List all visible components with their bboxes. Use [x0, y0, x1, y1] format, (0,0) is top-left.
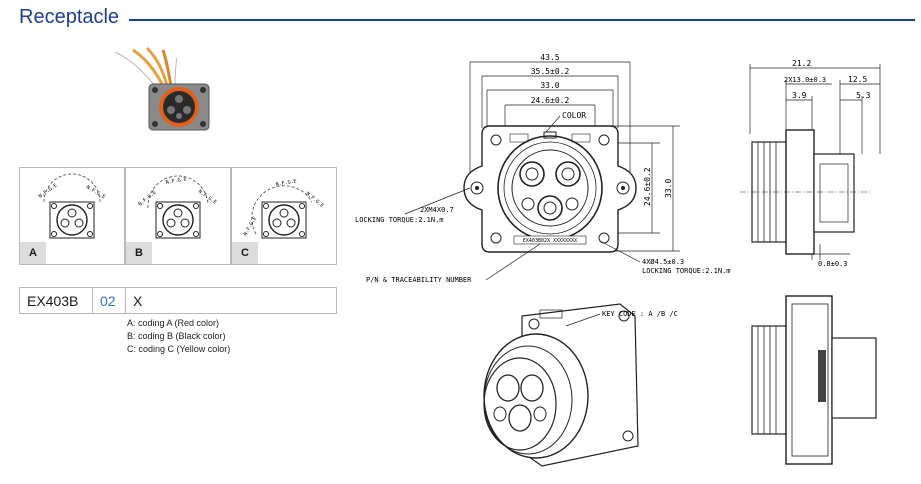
- dim-33-0-top: 33.0: [540, 81, 559, 90]
- dim-33-0-right: 33.0: [664, 179, 673, 198]
- pn-traceability-label: P/N & TRACEABILITY NUMBER: [366, 276, 472, 284]
- hole-note-2: LOCKING TORQUE:2.1N.m: [642, 267, 731, 275]
- coding-notes: A: coding A (Red color) B: coding B (Bla…: [127, 317, 230, 356]
- pn-code: 02: [93, 288, 126, 313]
- coding-note-c: C: coding C (Yellow color): [127, 344, 231, 354]
- coding-a-mark-1: N.F.G.E: [38, 183, 59, 200]
- screw-note-1: 2XM4X0.7: [420, 206, 454, 214]
- coding-a-drawing: N.F.G.E N.F.G.E: [38, 173, 106, 239]
- dim-43-5: 43.5: [540, 53, 559, 62]
- coding-c-drawing: N.F.G.E N.F.G.E N.F.G.E: [243, 178, 325, 239]
- coding-label-a: A: [20, 242, 46, 264]
- dim-21-2: 21.2: [792, 59, 811, 68]
- color-label: COLOR: [562, 111, 586, 120]
- coding-label-c: C: [232, 242, 258, 264]
- dim-3-9: 3.9: [792, 91, 807, 100]
- dim-24-6-top: 24.6±0.2: [531, 96, 570, 105]
- isometric-view-drawing: KEY CODE : A /B /C: [483, 303, 678, 467]
- coding-view-a: N.F.G.E N.F.G.E A: [19, 167, 125, 265]
- dim-12-5: 12.5: [848, 75, 867, 84]
- key-code-label: KEY CODE : A /B /C: [602, 310, 678, 318]
- coding-b-drawing: N.F.G.E N.F.G.E N.F.G.E: [137, 175, 218, 239]
- screw-note-2: LOCKING TORQUE:2.1N.m: [355, 216, 444, 224]
- coding-b-mark-1: N.F.G.E: [137, 189, 157, 207]
- hole-note-1: 4XØ4.5±0.3: [642, 258, 684, 266]
- dim-35-5: 35.5±0.2: [531, 67, 570, 76]
- front-view-drawing: 43.5 35.5±0.2 33.0 24.6±0.2 COLOR 24.6±0…: [355, 53, 731, 284]
- coding-label-b: B: [126, 242, 152, 264]
- coding-view-b: N.F.G.E N.F.G.E N.F.G.E B: [125, 167, 231, 265]
- dim-0-8: 0.8±0.3: [818, 260, 848, 268]
- product-photo: [114, 46, 210, 131]
- coding-c-mark-2: N.F.G.E: [275, 178, 297, 188]
- pn-coding: X: [133, 292, 143, 309]
- title-rule: [129, 19, 915, 21]
- marking-text: EX403B02X XXXXXXXX: [523, 238, 577, 244]
- coding-c-mark-3: N.F.G.E: [305, 191, 325, 209]
- coding-note-a: A: coding A (Red color): [127, 318, 220, 328]
- side-view-drawing: 21.2 2X13.0±0.3 12.5 3.9 5.3 0.8±0.3: [740, 59, 881, 268]
- part-number-table: EX403B 02 X: [19, 287, 337, 314]
- coding-note-b: B: coding B (Black color): [127, 331, 226, 341]
- pn-series: EX403B: [20, 288, 93, 313]
- section-title: Receptacle: [19, 6, 120, 28]
- coding-view-c: N.F.G.E N.F.G.E N.F.G.E C: [231, 167, 337, 265]
- side-view-bottom-drawing: [751, 295, 877, 465]
- coding-b-mark-2: N.F.G.E: [165, 176, 187, 186]
- dim-24-6-right: 24.6±0.2: [643, 167, 652, 206]
- dim-2x13-0: 2X13.0±0.3: [784, 76, 826, 84]
- dim-5-3: 5.3: [856, 91, 871, 100]
